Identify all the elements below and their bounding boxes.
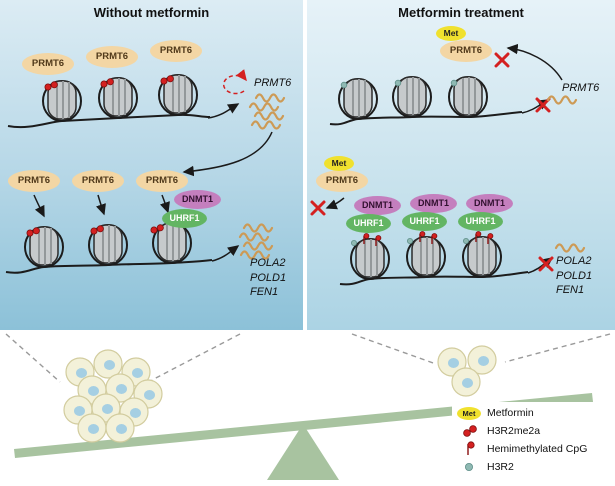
h3r2-mark <box>406 237 413 244</box>
inhibition-x <box>535 97 551 113</box>
tumor-cell <box>77 413 107 443</box>
left-bottom-chromatin <box>5 194 274 274</box>
gene-pola2: POLA2 <box>250 257 286 269</box>
inhibition-x <box>538 256 554 272</box>
autoregulation-dashed-arrow <box>222 69 247 95</box>
prmt6-protein: PRMT6 <box>86 46 138 68</box>
dnmt1-protein: DNMT1 <box>466 194 513 213</box>
gene-pola2: POLA2 <box>556 255 592 267</box>
right-panel-title: Metformin treatment <box>398 5 524 20</box>
prmt6-gene-label: PRMT6 <box>254 77 292 89</box>
prmt6-protein: PRMT6 <box>150 40 202 62</box>
nucleosome <box>462 236 502 278</box>
dashed-connector <box>351 333 437 365</box>
dashed-connector <box>5 333 61 383</box>
prmt6-gene-label: PRMT6 <box>562 82 600 94</box>
legend: Met Metformin H3R2me2a Hemimethylated Cp… <box>452 402 595 479</box>
seesaw-fulcrum <box>267 424 339 480</box>
left-top-chromatin <box>7 69 286 177</box>
h3r2me2a-icon <box>456 424 482 438</box>
tumor-cell-cluster-small <box>437 345 497 397</box>
gene-fen1: FEN1 <box>556 284 585 296</box>
prmt6-mrna-squiggles <box>248 93 286 130</box>
h3r2-mark <box>450 79 458 87</box>
replication-genes-label: POLA2 POLD1 FEN1 <box>250 256 286 300</box>
uhrf1-protein: UHRF1 <box>402 212 447 231</box>
metformin-molecule: Met <box>436 26 466 41</box>
transcription-arrow <box>207 103 240 119</box>
dashed-connector <box>151 333 241 381</box>
gene-pold1: POLD1 <box>556 269 593 282</box>
h3r2-mark <box>462 237 469 244</box>
nucleosome <box>350 238 390 280</box>
h3r2-mark <box>394 79 402 87</box>
legend-row-hemimethylated-cpg: Hemimethylated CpG <box>456 441 587 457</box>
legend-row-h3r2: H3R2 <box>456 459 587 475</box>
nucleosome <box>406 236 446 278</box>
legend-row-metformin: Met Metformin <box>456 405 587 421</box>
hemimethylated-cpg-icon <box>456 441 482 457</box>
replication-genes-mrna-squiggle <box>554 243 586 253</box>
prmt6-protein: PRMT6 <box>22 53 74 75</box>
metformin-molecule: Met <box>324 156 354 171</box>
tumor-cell <box>105 413 135 443</box>
binding-arrow <box>33 194 45 218</box>
prmt6-protein: PRMT6 <box>136 170 188 192</box>
right-bottom-chromatin <box>310 197 586 286</box>
metformin-icon: Met <box>456 406 482 420</box>
prmt6-protein: PRMT6 <box>440 40 492 62</box>
prmt6-mrna-squiggle <box>546 95 578 105</box>
prmt6-protein: PRMT6 <box>72 170 124 192</box>
uhrf1-protein: UHRF1 <box>458 212 503 231</box>
dnmt1-protein: DNMT1 <box>174 190 221 209</box>
blocked-binding-arrow <box>325 197 345 210</box>
bottom-scene <box>5 333 611 480</box>
h3r2-mark <box>340 81 348 89</box>
left-panel-title: Without metformin <box>93 5 210 20</box>
inhibition-x <box>494 52 510 68</box>
dashed-connector <box>504 333 611 363</box>
legend-row-h3r2me2a: H3R2me2a <box>456 423 587 439</box>
replication-genes-label: POLA2 POLD1 FEN1 <box>556 254 592 298</box>
replication-genes-mrna-squiggles <box>238 223 274 260</box>
uhrf1-protein: UHRF1 <box>346 214 391 233</box>
dnmt1-protein: DNMT1 <box>354 196 401 215</box>
binding-arrow <box>159 194 170 214</box>
transcription-arrow <box>211 245 240 262</box>
prmt6-protein: PRMT6 <box>8 170 60 192</box>
tumor-cell-cluster-large <box>63 349 163 443</box>
h3r2-mark <box>350 239 357 246</box>
tumor-cell <box>451 367 481 397</box>
gene-pold1: POLD1 <box>250 271 287 284</box>
inhibition-x <box>310 200 326 216</box>
translation-feedback-arrow <box>506 43 563 81</box>
right-top-chromatin <box>329 43 578 126</box>
gene-fen1: FEN1 <box>250 286 279 298</box>
dnmt1-protein: DNMT1 <box>410 194 457 213</box>
binding-arrow <box>95 194 106 216</box>
prmt6-protein: PRMT6 <box>316 170 368 192</box>
uhrf1-protein: UHRF1 <box>162 209 207 228</box>
translation-feedback-arrow <box>182 131 273 177</box>
h3r2-icon <box>456 460 482 474</box>
